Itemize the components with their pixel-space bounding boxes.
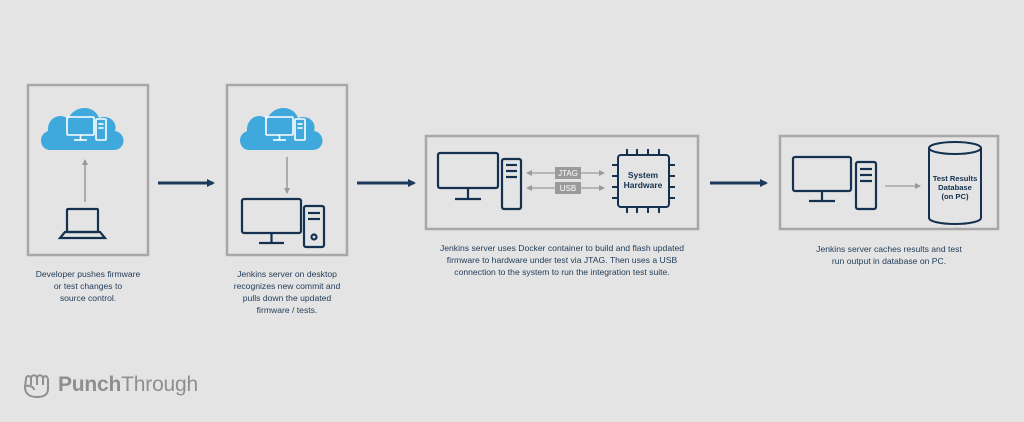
caption-line: source control. bbox=[59, 293, 117, 303]
caption-line: run output in database on PC. bbox=[831, 256, 947, 266]
caption-line: or test changes to bbox=[53, 281, 123, 291]
cloud-icon bbox=[41, 107, 124, 150]
usb-label: USB bbox=[560, 184, 576, 193]
db-label-line3: (on PC) bbox=[942, 192, 969, 201]
db-label-line1: Test Results bbox=[933, 174, 978, 183]
caption-line: Jenkins server on desktop bbox=[237, 269, 337, 279]
db-label-line2: Database bbox=[938, 183, 972, 192]
step-2-panel bbox=[225, 83, 349, 257]
step-3-panel bbox=[424, 134, 700, 231]
step-3-caption: Jenkins server uses Docker container to … bbox=[412, 242, 712, 278]
step-2-caption: Jenkins server on desktop recognizes new… bbox=[212, 268, 362, 316]
computer-icon bbox=[240, 197, 326, 249]
caption-line: Developer pushes firmware bbox=[35, 269, 141, 279]
chip-label-line2: Hardware bbox=[624, 180, 663, 190]
punchthrough-logo: PunchThrough bbox=[22, 370, 198, 400]
step-1-panel bbox=[26, 83, 150, 257]
caption-line: firmware / tests. bbox=[256, 305, 318, 315]
laptop-icon bbox=[57, 207, 108, 240]
caption-line: recognizes new commit and bbox=[233, 281, 341, 291]
computer-icon bbox=[436, 151, 523, 211]
fist-icon bbox=[24, 374, 49, 398]
brand-name: PunchThrough bbox=[58, 373, 198, 397]
caption-line: connection to the system to run the inte… bbox=[454, 267, 670, 277]
step-1-caption: Developer pushes firmware or test change… bbox=[18, 268, 158, 304]
caption-line: firmware to hardware under test via JTAG… bbox=[446, 255, 678, 265]
jtag-label: JTAG bbox=[558, 169, 578, 178]
caption-line: Jenkins server uses Docker container to … bbox=[439, 243, 685, 253]
computer-icon bbox=[791, 155, 878, 211]
caption-line: Jenkins server caches results and test bbox=[816, 244, 962, 254]
database-icon bbox=[928, 141, 982, 225]
computer-icon bbox=[265, 116, 306, 141]
chip-icon bbox=[612, 149, 675, 213]
brand-name-bold: Punch bbox=[58, 373, 122, 396]
step-4-panel bbox=[778, 134, 1000, 231]
brand-name-regular: Through bbox=[121, 373, 198, 396]
cloud-icon bbox=[240, 107, 323, 150]
caption-line: pulls down the updated bbox=[242, 293, 332, 303]
chip-label-line1: System bbox=[628, 170, 659, 180]
computer-icon bbox=[66, 116, 107, 141]
step-4-caption: Jenkins server caches results and test r… bbox=[784, 243, 994, 267]
